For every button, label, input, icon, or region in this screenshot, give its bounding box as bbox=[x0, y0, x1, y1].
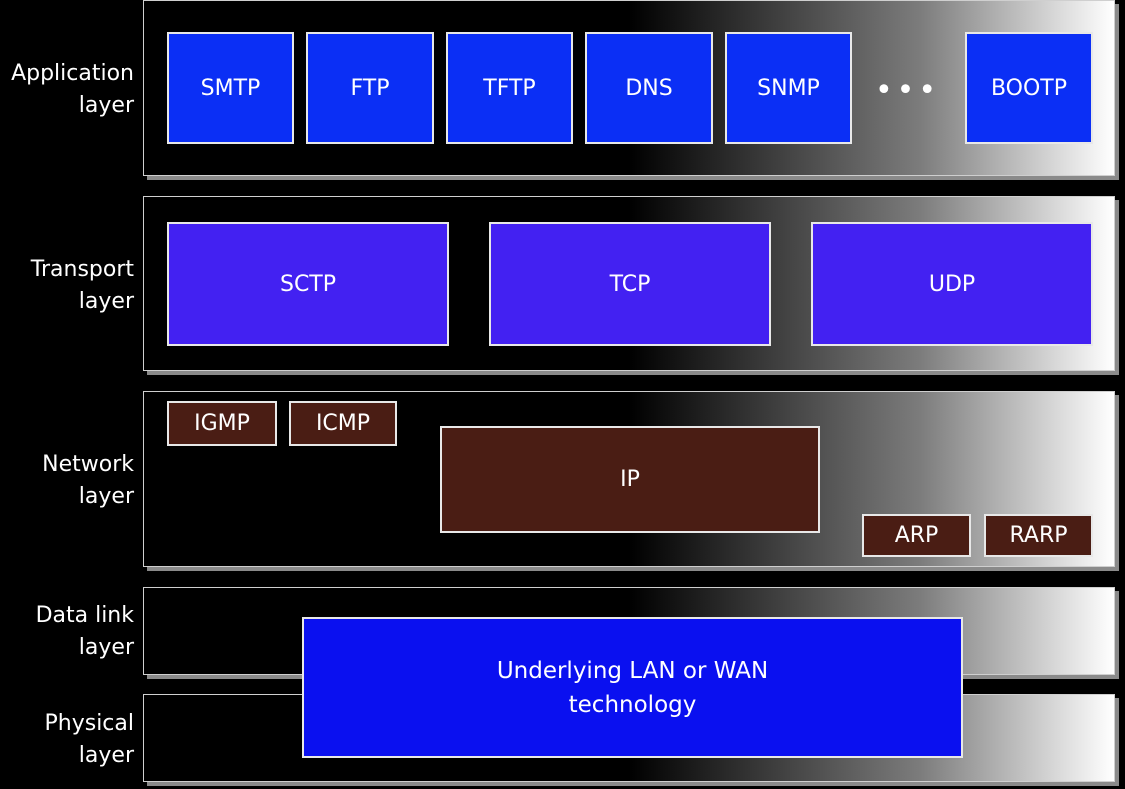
bootp-box: BOOTP bbox=[965, 32, 1093, 144]
physical-layer-label: Physical layer bbox=[44, 711, 135, 768]
dns-box: DNS bbox=[585, 32, 713, 144]
tcp-box: TCP bbox=[489, 222, 771, 346]
icmp-box: ICMP bbox=[289, 401, 397, 446]
network-layer-label: Network layer bbox=[42, 452, 134, 509]
application-layer-label: Application layer bbox=[11, 61, 134, 118]
ip-box: IP bbox=[440, 426, 820, 533]
ellipsis: ••• bbox=[874, 72, 941, 108]
arp-box: ARP bbox=[862, 514, 971, 557]
underlying-technology-box: Underlying LAN or WAN technology bbox=[302, 617, 963, 758]
sctp-box: SCTP bbox=[167, 222, 449, 346]
rarp-box: RARP bbox=[984, 514, 1093, 557]
transport-layer-label: Transport layer bbox=[30, 257, 134, 314]
snmp-box: SNMP bbox=[725, 32, 852, 144]
smtp-box: SMTP bbox=[167, 32, 294, 144]
igmp-box: IGMP bbox=[167, 401, 277, 446]
ftp-box: FTP bbox=[306, 32, 434, 144]
udp-box: UDP bbox=[811, 222, 1093, 346]
datalink-layer-label: Data link layer bbox=[35, 603, 134, 660]
tftp-box: TFTP bbox=[446, 32, 573, 144]
